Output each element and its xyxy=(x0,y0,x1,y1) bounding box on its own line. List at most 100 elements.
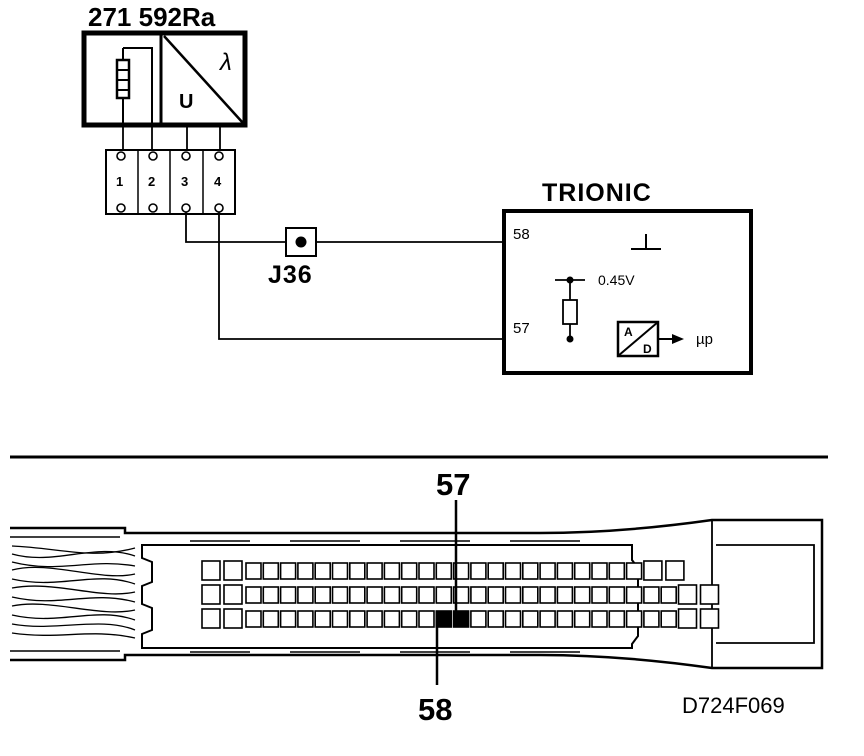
connector-pin xyxy=(331,610,349,628)
connector-pin xyxy=(643,610,660,628)
connector-pin xyxy=(383,610,401,628)
connector-pin xyxy=(665,560,685,581)
connector-pin xyxy=(487,610,505,628)
connector-pin xyxy=(223,560,243,581)
connector-pin xyxy=(400,586,418,604)
figure-id: D724F069 xyxy=(682,693,785,718)
heater-resistor-icon xyxy=(115,47,153,125)
connector-pin xyxy=(331,586,349,604)
connector-pin xyxy=(591,562,608,580)
connector-pin-grid xyxy=(201,560,720,629)
connector-pin xyxy=(591,610,608,628)
connector-pin xyxy=(699,608,720,629)
connector-pin xyxy=(521,586,539,604)
connector-pin xyxy=(625,610,643,628)
connector-pin xyxy=(262,562,280,580)
connector-pin xyxy=(699,584,720,605)
connector-pin xyxy=(573,610,591,628)
connector-pin xyxy=(643,560,663,581)
connector-pin xyxy=(643,586,660,604)
connector-pin xyxy=(245,586,262,604)
wire-pin4-to-pin57 xyxy=(218,212,618,340)
connector-pin xyxy=(504,562,522,580)
connector-pin xyxy=(625,586,643,604)
connector-pin xyxy=(677,584,698,605)
connector-pin xyxy=(539,610,556,628)
connector-pin xyxy=(279,586,297,604)
connector-pin xyxy=(452,562,470,580)
connector-pin xyxy=(539,586,556,604)
lambda-converter: λ U xyxy=(163,35,244,124)
ecu-pin-57-label: 57 xyxy=(513,320,530,337)
connector-pin xyxy=(297,586,314,604)
connector-pin xyxy=(262,610,280,628)
microprocessor-label: µp xyxy=(696,331,713,348)
connector-pin xyxy=(573,562,591,580)
connector-pin xyxy=(366,610,383,628)
connector-pin xyxy=(470,610,487,628)
connector-pin xyxy=(418,562,435,580)
connector-pin xyxy=(418,610,435,628)
callout-58: 58 xyxy=(418,692,452,727)
trionic-ecu: 58 57 0.45V A D µp xyxy=(502,209,753,375)
connector-pin xyxy=(201,584,221,605)
ad-d-label: D xyxy=(643,342,652,356)
output-arrow-icon xyxy=(672,334,684,344)
ad-a-label: A xyxy=(624,325,633,339)
connector-pin xyxy=(383,586,401,604)
connector-pin xyxy=(314,610,332,628)
connector-pin xyxy=(504,586,522,604)
connector-pin xyxy=(400,562,418,580)
wire-pin3-to-j36 xyxy=(185,212,286,243)
connector-pin xyxy=(521,610,539,628)
connector-pin xyxy=(366,586,383,604)
connector-pin xyxy=(348,610,366,628)
connector-pin xyxy=(470,586,487,604)
connector-pin-3: 3 xyxy=(181,174,188,189)
connector-pin xyxy=(262,586,280,604)
sensor-part-number: 271 592Ra xyxy=(88,2,216,32)
connector-pin xyxy=(400,610,418,628)
reference-voltage-label: 0.45V xyxy=(598,272,635,288)
connector-pin xyxy=(660,586,678,604)
connector-pin xyxy=(556,586,574,604)
lambda-symbol: λ xyxy=(218,49,232,76)
connector-pin xyxy=(452,586,470,604)
ad-converter: A D xyxy=(616,320,660,358)
sensor-connector: 1 2 3 4 xyxy=(105,149,236,215)
ecu-pin-58-label: 58 xyxy=(513,226,530,243)
connector-pin-58 xyxy=(435,610,453,628)
connector-pin xyxy=(314,586,332,604)
connector-pin-57 xyxy=(452,610,470,628)
connector-pin xyxy=(660,610,678,628)
connector-pin xyxy=(279,562,297,580)
connector-pin xyxy=(314,562,332,580)
connector-pin xyxy=(297,610,314,628)
connector-pin xyxy=(504,610,522,628)
signal-node-dot xyxy=(566,335,574,343)
ecu-connector-view xyxy=(10,518,824,670)
connector-pin xyxy=(435,586,453,604)
connector-pin xyxy=(573,586,591,604)
connector-pin xyxy=(366,562,383,580)
ground-symbol-icon xyxy=(631,234,661,250)
connector-pin xyxy=(245,610,262,628)
connector-pin xyxy=(348,586,366,604)
callout-57: 57 xyxy=(436,467,470,502)
voltage-symbol: U xyxy=(179,91,193,113)
pin-callouts: 57 58 xyxy=(418,467,470,727)
connector-pin xyxy=(331,562,349,580)
cable-bundle-icon xyxy=(11,545,136,639)
oxygen-sensor: λ U xyxy=(81,30,248,128)
connector-pin-1: 1 xyxy=(116,174,123,189)
connector-pin xyxy=(223,608,243,629)
connector-pin xyxy=(608,610,626,628)
connector-pin xyxy=(625,562,643,580)
connector-pin xyxy=(608,586,626,604)
connector-pin xyxy=(383,562,401,580)
connector-pin xyxy=(608,562,626,580)
connector-pin xyxy=(435,562,453,580)
connector-pin xyxy=(487,586,505,604)
